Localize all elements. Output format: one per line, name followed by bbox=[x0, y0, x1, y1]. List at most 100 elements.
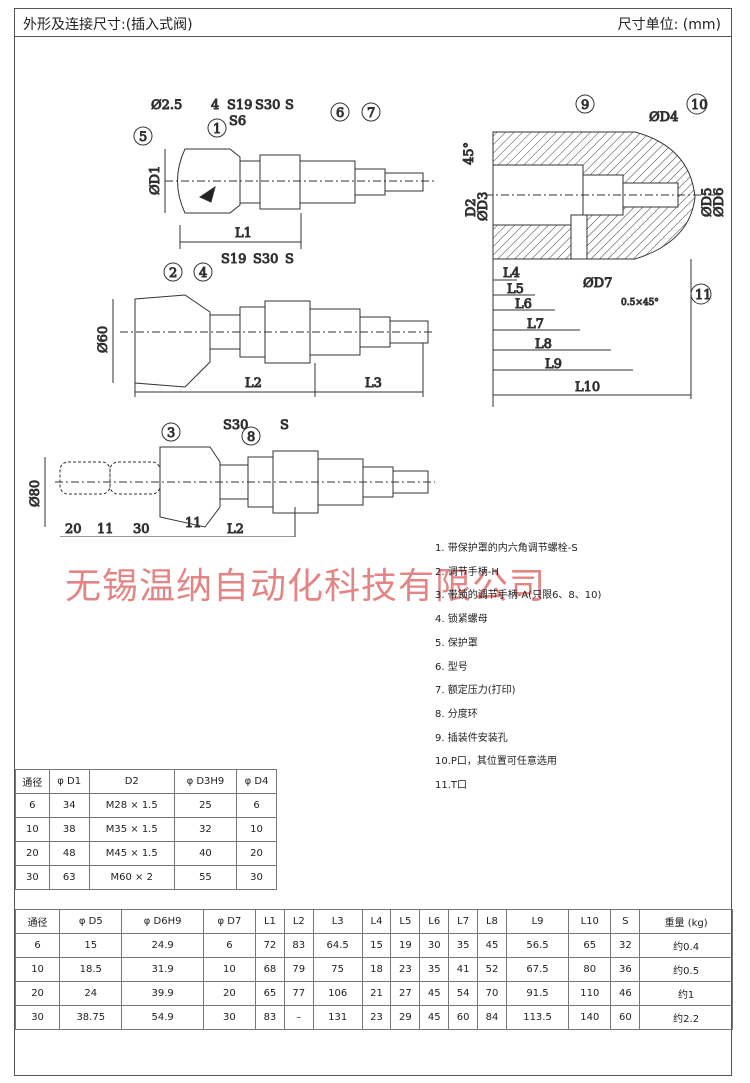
table-cell: 46 bbox=[610, 981, 641, 1006]
table-row: 10 18.5 31.9 10 68 79 75 18 23 35 41 52 … bbox=[14, 957, 733, 982]
table-header: φ D7 bbox=[202, 909, 257, 934]
technical-drawing: Ø2.5 5 4 1 S19 S30 S S6 6 7 ØD1 L1 bbox=[28, 93, 728, 537]
notes-list: 1. 带保护罩的内六角调节螺栓-S 2. 调节手柄-H 3. 带锁的调节手柄-A… bbox=[435, 537, 601, 798]
table-header: L9 bbox=[505, 909, 570, 934]
label-d7: ØD7 bbox=[583, 276, 612, 291]
view-protective-cap bbox=[164, 148, 435, 249]
table-cell: 38.75 bbox=[59, 1005, 123, 1030]
callout-3: 3 bbox=[167, 426, 175, 441]
table-header: 通径 bbox=[14, 909, 61, 934]
callout-6: 6 bbox=[336, 106, 344, 121]
table-cell: 45 bbox=[419, 981, 450, 1006]
table-cell: 30 bbox=[15, 865, 50, 890]
table-cell: 30 bbox=[236, 865, 277, 890]
label-d60: Ø60 bbox=[96, 326, 111, 353]
table-cell: 131 bbox=[312, 1005, 363, 1030]
table-cell: 75 bbox=[312, 957, 363, 982]
table-cell: M60 × 2 bbox=[88, 865, 175, 890]
table-cell: – bbox=[283, 1005, 314, 1030]
table-cell: 52 bbox=[477, 957, 507, 982]
table-cell: 55 bbox=[173, 865, 238, 890]
callout-9: 9 bbox=[581, 98, 589, 113]
table-cell: 6 bbox=[236, 793, 277, 818]
table-cell: 20 bbox=[14, 981, 61, 1006]
table-header: φ D6H9 bbox=[121, 909, 204, 934]
dim-30: 30 bbox=[133, 522, 150, 537]
table-row: 20 48 M45 × 1.5 40 20 bbox=[15, 841, 277, 866]
table-header: L5 bbox=[390, 909, 421, 934]
label-s-b: S bbox=[285, 252, 294, 267]
table-header: φ D4 bbox=[236, 769, 277, 794]
drawing-sheet: 外形及连接尺寸:(插入式阀) 尺寸单位: (mm) Ø2.5 5 4 1 bbox=[14, 8, 733, 1076]
note-item: 3. 带锁的调节手柄-A(只限6、8、10) bbox=[435, 590, 602, 602]
table-cell: 56.5 bbox=[505, 933, 570, 958]
table-header: S bbox=[610, 909, 641, 934]
label-l8: L8 bbox=[535, 337, 552, 352]
table-header-row: 通径 φ D1 D2 φ D3H9 φ D4 bbox=[15, 769, 277, 794]
table-cell: 约0.5 bbox=[639, 957, 733, 982]
table-cell: 65 bbox=[255, 981, 285, 1006]
table-row: 6 15 24.9 6 72 83 64.5 15 19 30 35 45 56… bbox=[14, 933, 733, 958]
table-cell: 39.9 bbox=[121, 981, 204, 1006]
label-d3: ØD3 bbox=[476, 192, 491, 221]
label-s-c: S bbox=[280, 418, 289, 433]
table-header: L3 bbox=[312, 909, 363, 934]
view-lock-handle bbox=[44, 446, 435, 537]
table-cell: 79 bbox=[283, 957, 314, 982]
table-cell: 45 bbox=[419, 1005, 450, 1030]
table-cell: 15 bbox=[361, 933, 392, 958]
label-chamfer: 0.5×45° bbox=[621, 298, 659, 308]
table-cell: 18.5 bbox=[59, 957, 123, 982]
table-cell: 64.5 bbox=[312, 933, 363, 958]
label-s30-a: S30 bbox=[255, 98, 280, 113]
table-cell: 65 bbox=[568, 933, 612, 958]
table-cell: 54.9 bbox=[121, 1005, 204, 1030]
table-header: L2 bbox=[283, 909, 314, 934]
table-cell: 34 bbox=[48, 793, 90, 818]
table-header: D2 bbox=[88, 769, 175, 794]
table-cell: 约1 bbox=[639, 981, 733, 1006]
note-item: 2. 调节手柄-H bbox=[435, 566, 499, 578]
sheet-title: 外形及连接尺寸:(插入式阀) bbox=[23, 17, 193, 33]
table-cell: 48 bbox=[48, 841, 90, 866]
label-l6: L6 bbox=[515, 297, 532, 312]
table-header: L8 bbox=[477, 909, 507, 934]
view-adjust-handle bbox=[112, 294, 435, 397]
table-cell: 21 bbox=[361, 981, 392, 1006]
table-cell: 72 bbox=[255, 933, 285, 958]
table-cell: 113.5 bbox=[505, 1005, 570, 1030]
table-cell: 24 bbox=[59, 981, 123, 1006]
table-header: L6 bbox=[419, 909, 450, 934]
table-cell: M45 × 1.5 bbox=[88, 841, 175, 866]
table-cell: 30 bbox=[202, 1005, 257, 1030]
table-header: L4 bbox=[361, 909, 392, 934]
label-l1: L1 bbox=[235, 226, 252, 241]
table-cell: 23 bbox=[390, 957, 421, 982]
table-cell: 68 bbox=[255, 957, 285, 982]
table-cell: 83 bbox=[255, 1005, 285, 1030]
table-cell: 140 bbox=[568, 1005, 612, 1030]
table-cell: 32 bbox=[173, 817, 238, 842]
label-l7: L7 bbox=[527, 317, 544, 332]
note-item: 6. 型号 bbox=[435, 661, 468, 673]
table-cell: 80 bbox=[568, 957, 612, 982]
size-table-2: 通径 φ D5 φ D6H9 φ D7 L1 L2 L3 L4 L5 L6 L7… bbox=[14, 909, 733, 1030]
label-s6: S6 bbox=[229, 114, 246, 129]
table-cell: 36 bbox=[610, 957, 641, 982]
label-l9: L9 bbox=[545, 357, 562, 372]
label-d2: D2 bbox=[464, 198, 479, 217]
label-l3: L3 bbox=[365, 376, 382, 391]
table-cell: 54 bbox=[448, 981, 479, 1006]
table-header: L10 bbox=[568, 909, 612, 934]
label-l4: L4 bbox=[503, 266, 520, 281]
label-d80: Ø80 bbox=[28, 480, 43, 507]
unit-label: 尺寸单位: (mm) bbox=[617, 17, 721, 33]
table-header: 重量 (kg) bbox=[639, 909, 733, 934]
table-cell: 91.5 bbox=[505, 981, 570, 1006]
table-cell: 约2.2 bbox=[639, 1005, 733, 1030]
callout-7: 7 bbox=[367, 106, 375, 121]
size-table-1: 通径 φ D1 D2 φ D3H9 φ D4 6 34 M28 × 1.5 25… bbox=[15, 769, 277, 890]
table-cell: 70 bbox=[477, 981, 507, 1006]
label-d5: ØD5 bbox=[700, 188, 715, 217]
note-item: 10.P口，其位置可任意选用 bbox=[435, 756, 557, 768]
